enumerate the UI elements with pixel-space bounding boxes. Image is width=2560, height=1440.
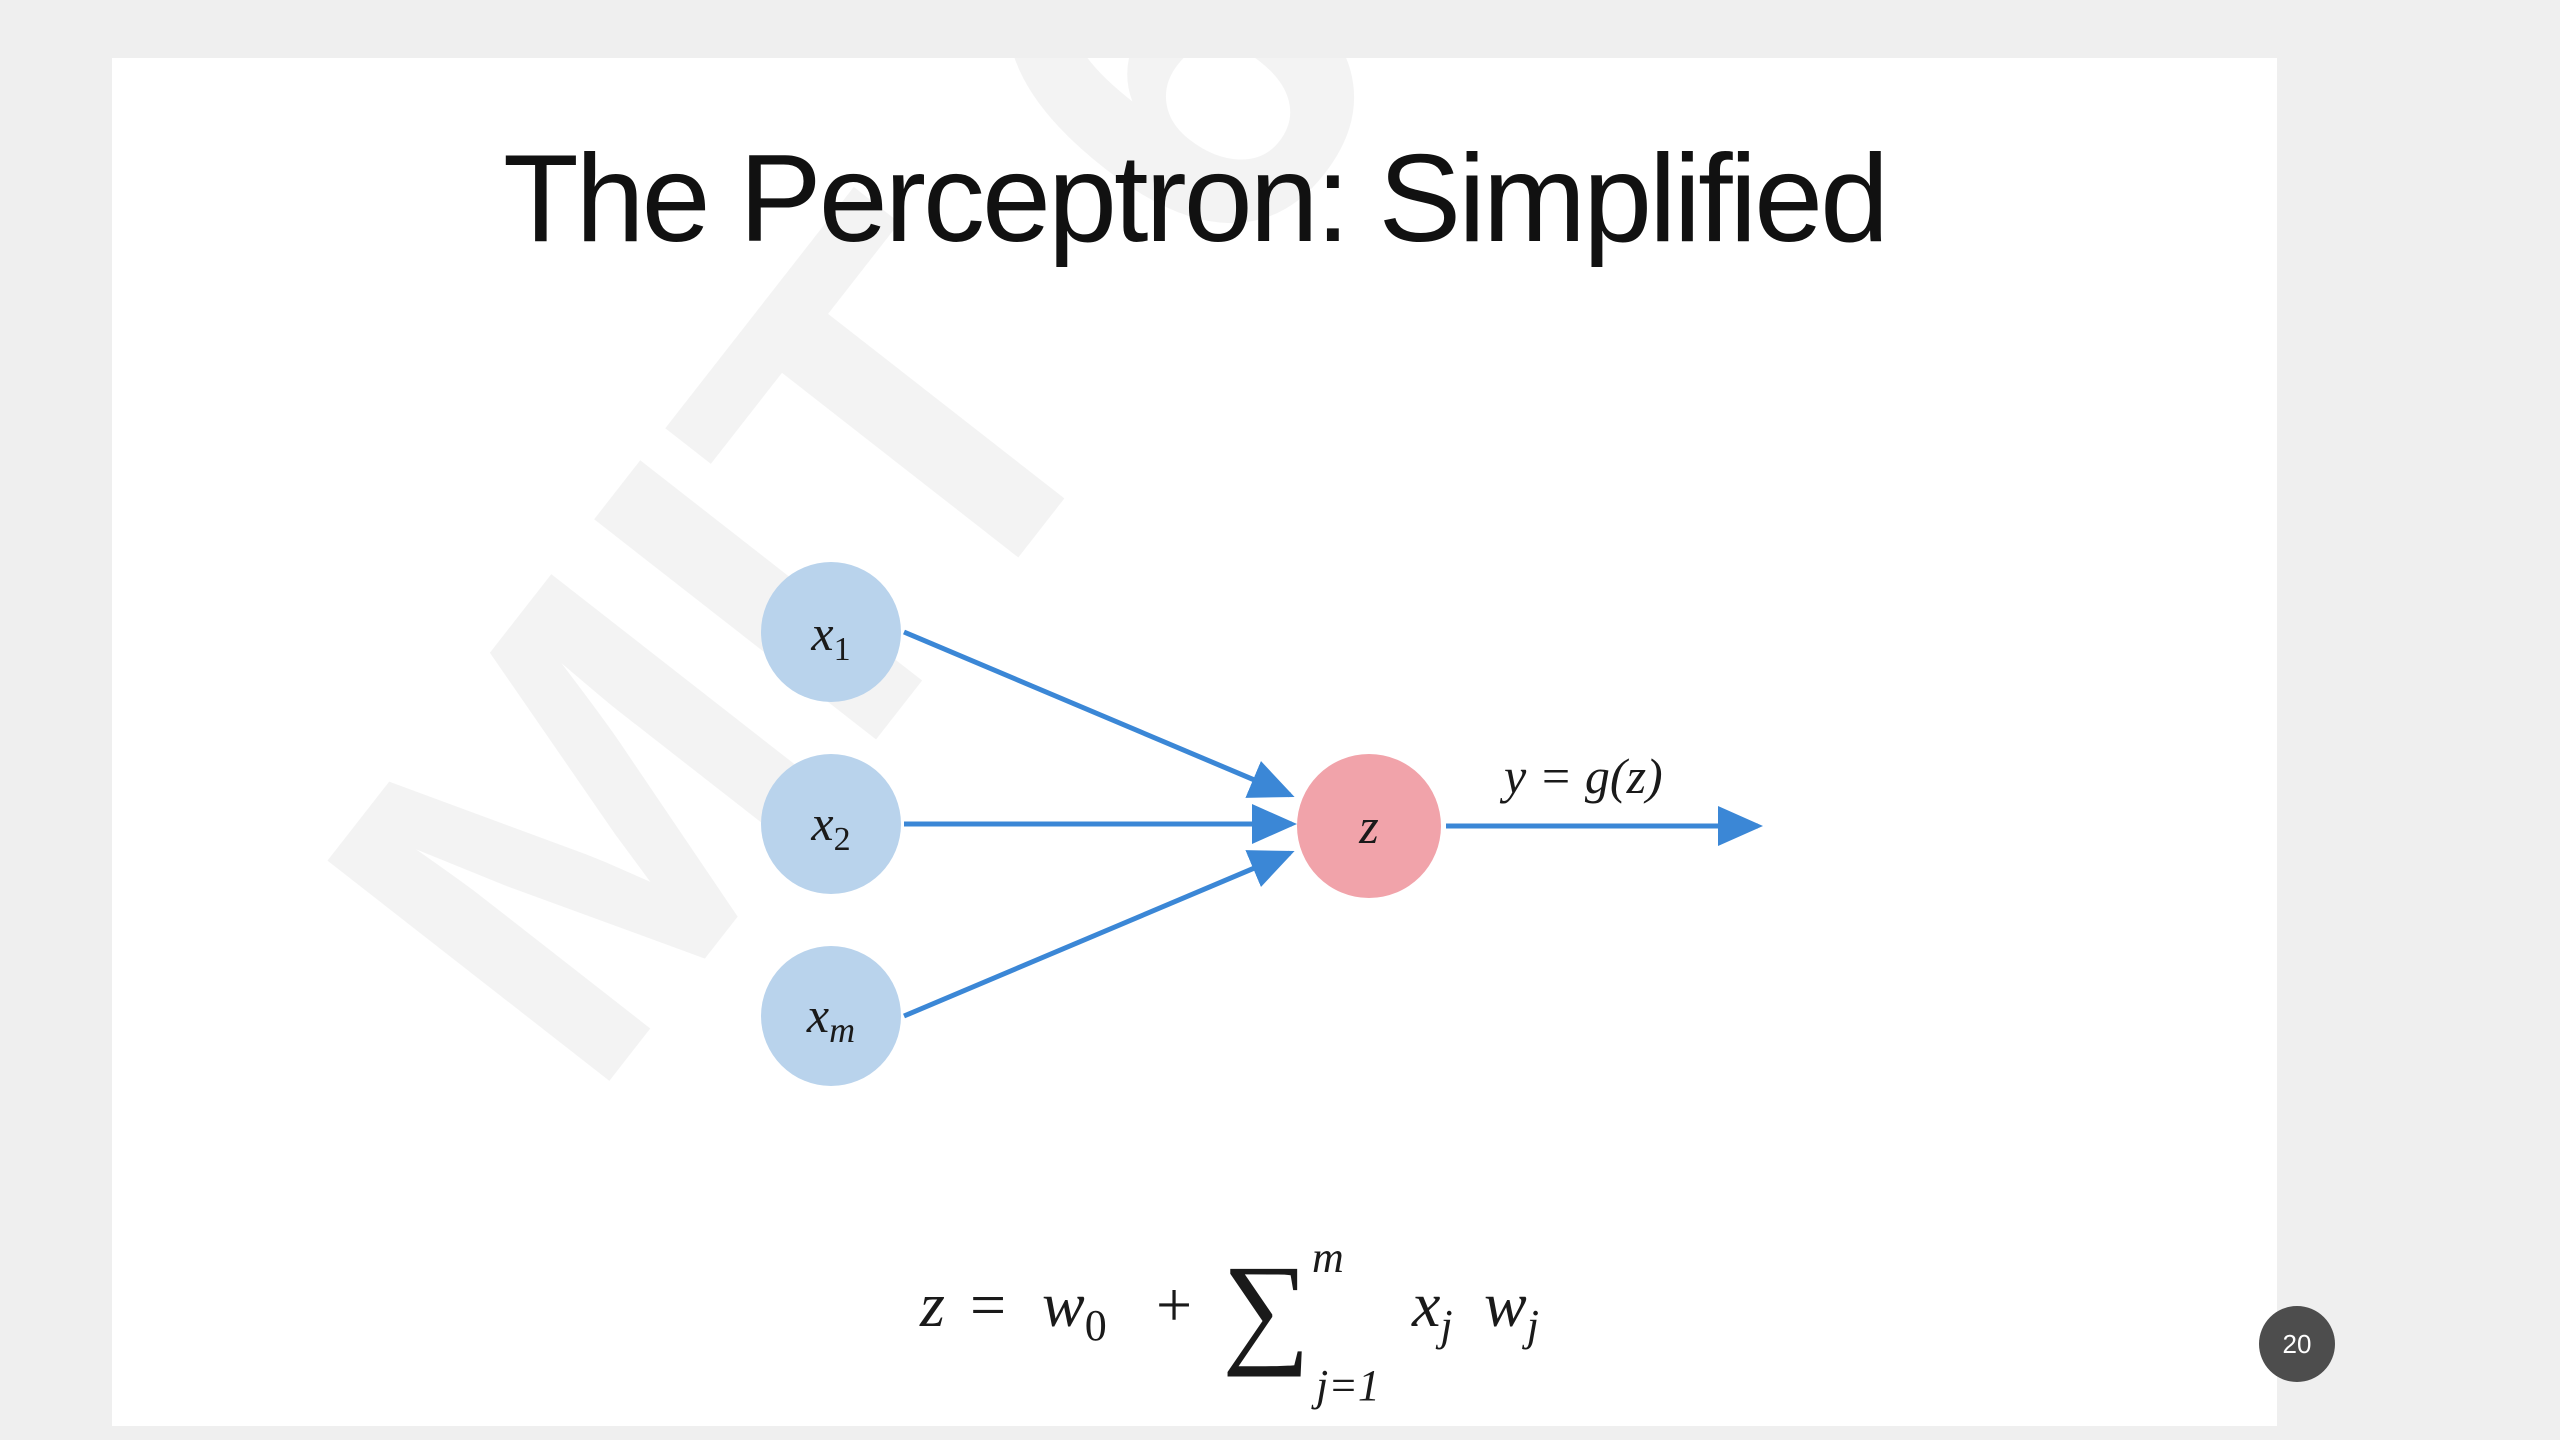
formula-upper-limit: m [1312,1238,1344,1282]
input-node-label: x1 [810,605,850,668]
sum-node-circle [1297,754,1441,898]
edge-x1-z [903,629,1295,798]
input-node-x2: x2 [761,754,901,894]
formula-lhs: z [919,1269,945,1340]
formula-plus: + [1156,1269,1192,1340]
input-node-circle [761,946,901,1086]
input-node-label: x2 [810,795,850,858]
input-node-circle [761,754,901,894]
formula-sigma: ∑ [1222,1240,1310,1377]
input-node-circle [761,562,901,702]
input-node-xm: xm [761,946,901,1086]
sum-node-label: z [1358,798,1378,854]
slide-title: The Perceptron: Simplified [502,130,1889,268]
formula-w0: w0 [1042,1269,1107,1350]
input-node-x1: x1 [761,562,901,702]
slide: MIT 6.S191 The Perceptron: Simplified x1 [112,58,2277,1426]
output-label: y = g(z) [1499,748,1663,804]
perceptron-diagram: x1 x2 xm z y = g(z) [761,562,1763,1086]
formula-wj: wj [1484,1269,1539,1350]
formula-lower-limit: j=1 [1311,1361,1380,1410]
weighted-sum-formula: z = w0 + ∑ m j=1 xj wj [919,1238,1539,1410]
page-number-badge: 20 [2259,1306,2335,1382]
edge-xm-z [903,850,1295,1019]
formula-equals: = [970,1269,1006,1340]
formula-xj: xj [1411,1269,1453,1350]
input-node-label: xm [806,987,855,1050]
sum-node: z [1297,754,1441,898]
